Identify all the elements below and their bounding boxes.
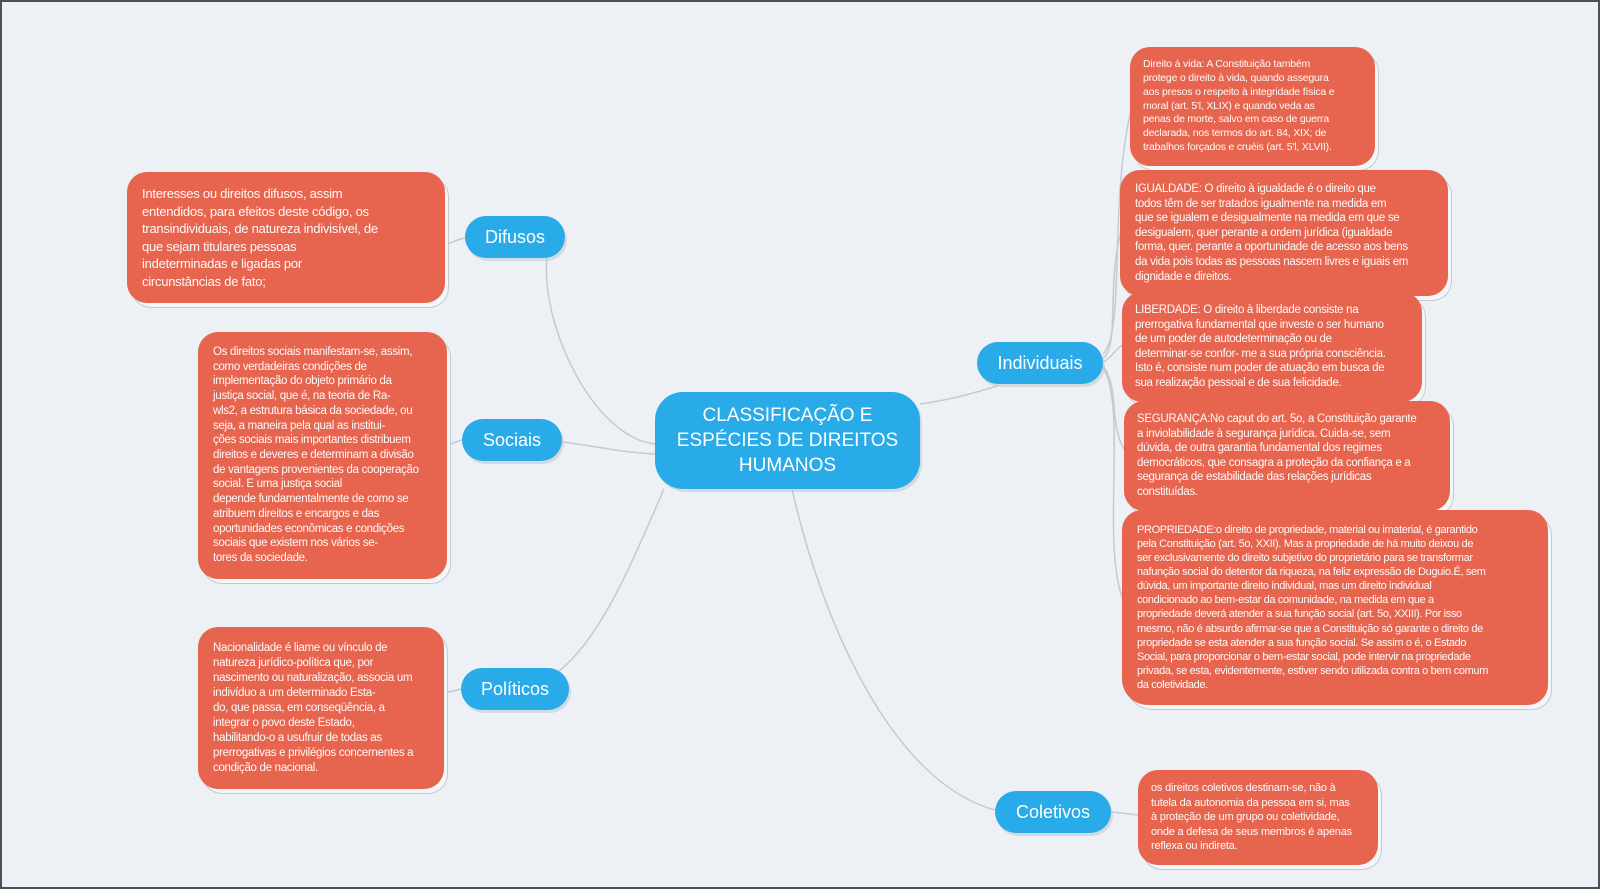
branch-node-politicos[interactable]: Políticos: [461, 668, 569, 710]
connector-center-sociais: [561, 441, 656, 455]
note-liberdade[interactable]: LIBERDADE: O direito à liberdade consist…: [1122, 292, 1422, 402]
branch-node-individuais[interactable]: Individuais: [977, 342, 1103, 384]
connector-center-politicos: [557, 488, 665, 673]
connector-difusos-note: [444, 237, 466, 246]
connector-center-coletivos: [791, 488, 996, 811]
note-igualdade[interactable]: IGUALDADE: O direito à igualdade é o dir…: [1120, 170, 1448, 297]
connector-coletivos-note: [1110, 811, 1139, 816]
note-seguranca[interactable]: SEGURANÇA:No caput do art. 5o, a Constit…: [1124, 401, 1450, 511]
branch-node-coletivos[interactable]: Coletivos: [995, 791, 1111, 833]
connector-individuais-propriedade: [1102, 367, 1125, 603]
connector-center-difusos: [545, 257, 656, 445]
connector-individuais-liberdade: [1102, 343, 1125, 363]
connector-sociais-note: [446, 439, 463, 447]
note-difusos[interactable]: Interesses ou direitos difusos, assim en…: [127, 172, 445, 304]
root-topic[interactable]: CLASSIFICAÇÃO E ESPÉCIES DE DIREITOS HUM…: [655, 392, 920, 489]
note-propriedade[interactable]: PROPRIEDADE:o direito de propriedade, ma…: [1122, 510, 1548, 705]
connector-center-individuais: [919, 385, 998, 405]
connector-politicos-note: [443, 688, 462, 694]
note-coletivos[interactable]: os direitos coletivos destinam-se, não à…: [1138, 770, 1378, 865]
branch-node-sociais[interactable]: Sociais: [462, 419, 562, 461]
note-sociais[interactable]: Os direitos sociais manifestam-se, assim…: [198, 332, 447, 579]
note-politicos[interactable]: Nacionalidade é liame ou vínculo de natu…: [198, 627, 444, 790]
branch-node-difusos[interactable]: Difusos: [465, 216, 565, 258]
note-direito-a-vida[interactable]: Direito á vida: A Constituição também pr…: [1130, 47, 1375, 167]
